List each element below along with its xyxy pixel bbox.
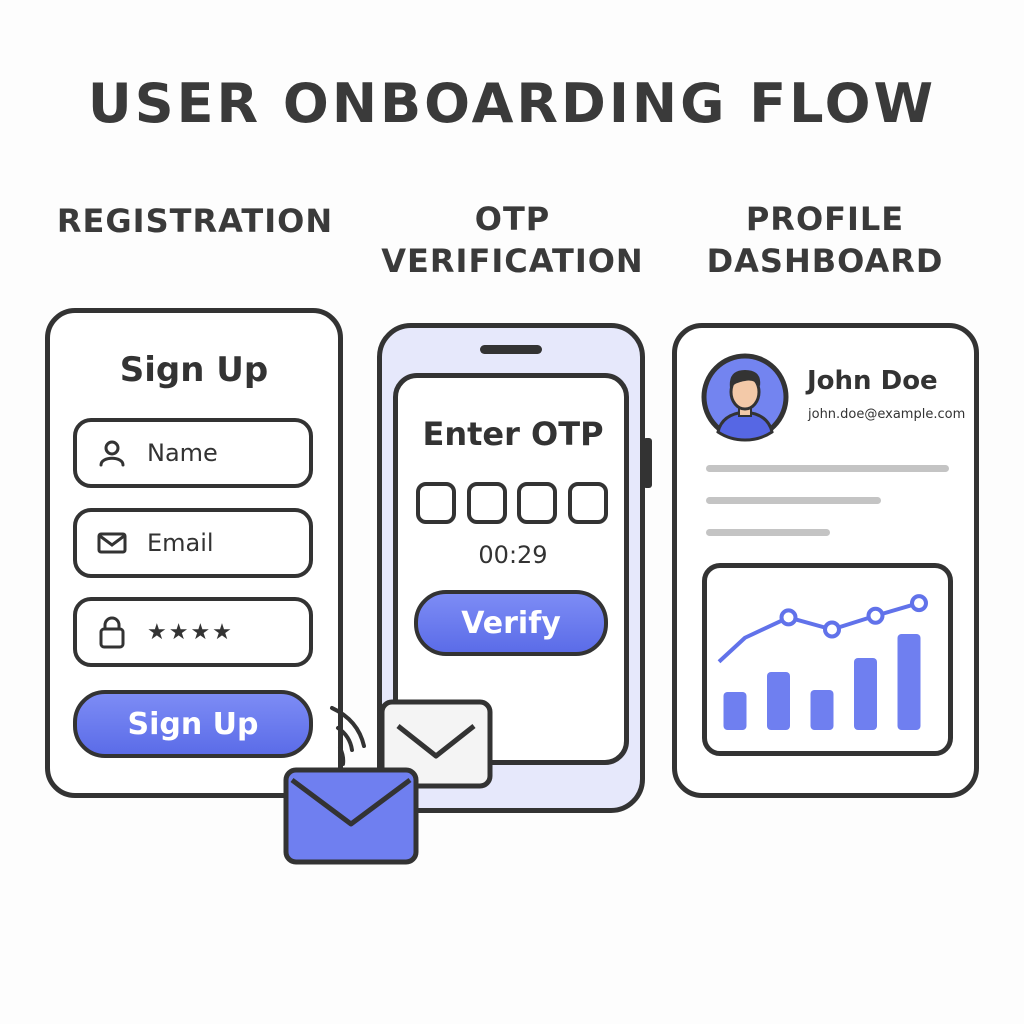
signal-arcs bbox=[330, 706, 366, 766]
email-field-placeholder: Email bbox=[147, 529, 214, 557]
mail-icon bbox=[77, 531, 147, 555]
chart-point bbox=[779, 608, 798, 627]
otp-timer: 00:29 bbox=[478, 541, 548, 569]
chart-point bbox=[866, 606, 885, 625]
password-value: ★★★★ bbox=[147, 619, 234, 645]
phone-side-button bbox=[643, 438, 652, 488]
chart-point bbox=[823, 620, 841, 639]
chart-point bbox=[910, 594, 928, 613]
lock-icon bbox=[77, 615, 147, 649]
chart-bar bbox=[723, 692, 747, 730]
otp-digit-2[interactable] bbox=[466, 482, 507, 524]
name-field-placeholder: Name bbox=[147, 439, 218, 467]
password-field[interactable]: ★★★★ bbox=[73, 597, 313, 667]
signup-button[interactable]: Sign Up bbox=[73, 690, 313, 758]
chart-bar bbox=[854, 658, 877, 730]
otp-label-line2: VERIFICATION bbox=[381, 242, 644, 280]
envelope-illustration bbox=[283, 699, 493, 865]
registration-label-text: REGISTRATION bbox=[56, 202, 334, 240]
profile-name: John Doe bbox=[807, 366, 938, 396]
registration-label: REGISTRATION bbox=[45, 200, 345, 242]
text-placeholder-line bbox=[706, 465, 949, 472]
profile-label-line2: DASHBOARD bbox=[706, 242, 944, 280]
phone-screen bbox=[393, 373, 629, 765]
profile-label: PROFILE DASHBOARD bbox=[685, 198, 965, 282]
otp-heading: Enter OTP bbox=[422, 415, 604, 453]
envelope-icon bbox=[283, 767, 419, 865]
otp-label: OTP VERIFICATION bbox=[370, 198, 655, 282]
verify-button-label: Verify bbox=[461, 605, 561, 641]
otp-digit-1[interactable] bbox=[416, 482, 456, 524]
phone-speaker bbox=[480, 345, 542, 354]
text-placeholder-line bbox=[706, 529, 830, 536]
otp-digit-4[interactable] bbox=[567, 482, 608, 524]
person-icon bbox=[77, 438, 147, 468]
signup-heading: Sign Up bbox=[119, 350, 269, 390]
chart-bar bbox=[810, 690, 834, 730]
profile-label-line1: PROFILE bbox=[745, 200, 905, 238]
page-title: USER ONBOARDING FLOW bbox=[87, 72, 937, 135]
otp-digit-3[interactable] bbox=[517, 482, 558, 524]
chart-card bbox=[702, 563, 953, 756]
signup-button-label: Sign Up bbox=[127, 706, 259, 742]
chart-bar bbox=[897, 634, 921, 730]
otp-label-line1: OTP bbox=[474, 200, 551, 238]
chart-bar bbox=[767, 672, 790, 730]
chart-line bbox=[717, 601, 920, 664]
otp-inputs bbox=[416, 482, 608, 524]
dashboard-chart bbox=[717, 594, 928, 730]
envelope-icon bbox=[379, 699, 493, 789]
profile-email: john.doe@example.com bbox=[808, 407, 966, 422]
verify-button[interactable]: Verify bbox=[414, 590, 608, 656]
name-field[interactable]: Name bbox=[73, 418, 313, 488]
text-placeholder-line bbox=[706, 497, 881, 504]
avatar bbox=[701, 353, 789, 442]
email-field[interactable]: Email bbox=[73, 508, 313, 578]
